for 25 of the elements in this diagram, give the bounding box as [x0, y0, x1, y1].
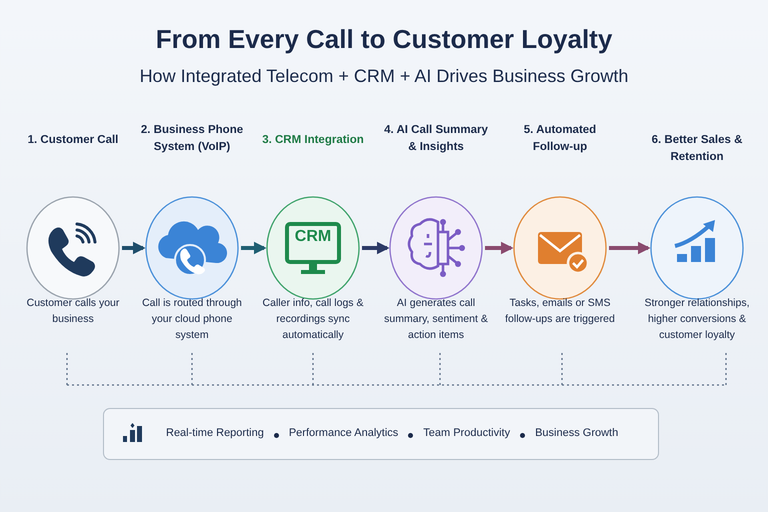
step-title: 1. Customer Call: [26, 133, 120, 148]
feature-label: Performance Analytics: [288, 427, 398, 439]
feature-label: Team Productivity: [423, 427, 510, 439]
step-description: Stronger relationships, higher conversions & customer loyalty: [643, 296, 751, 343]
step-title: 5. Automated Follow-up: [522, 123, 598, 155]
step-description: Caller info, call logs & recordings sync automatically: [262, 296, 364, 343]
step-title: 2. Business Phone System (VoIP): [140, 123, 244, 155]
step-title: 6. Better Sales & Retention: [650, 133, 744, 165]
step-description: AI generates call summary, sentiment & action items: [383, 296, 489, 343]
step-description: Customer calls your business: [26, 296, 120, 327]
screen-text: CRM: [294, 228, 332, 246]
step-title: 4. AI Call Summary & Insights: [383, 123, 489, 155]
summary-panel: [103, 408, 659, 460]
arrow: [485, 242, 514, 254]
feature-label: Real-time Reporting: [166, 427, 264, 439]
step-title: 3. CRM Integration: [261, 133, 365, 148]
title: From Every Call to Customer Loyalty: [154, 24, 614, 55]
arrow: [122, 242, 146, 254]
arrow: [362, 242, 390, 254]
subtitle: How Integrated Telecom + CRM + AI Drives Business Growth: [138, 66, 630, 87]
step-description: Tasks, emails or SMS follow-ups are triggered: [504, 296, 616, 327]
arrow: [241, 242, 267, 254]
arrow: [609, 242, 651, 254]
step-description: Call is routed through your cloud phone system: [141, 296, 243, 343]
feature-label: Business Growth: [535, 427, 618, 439]
